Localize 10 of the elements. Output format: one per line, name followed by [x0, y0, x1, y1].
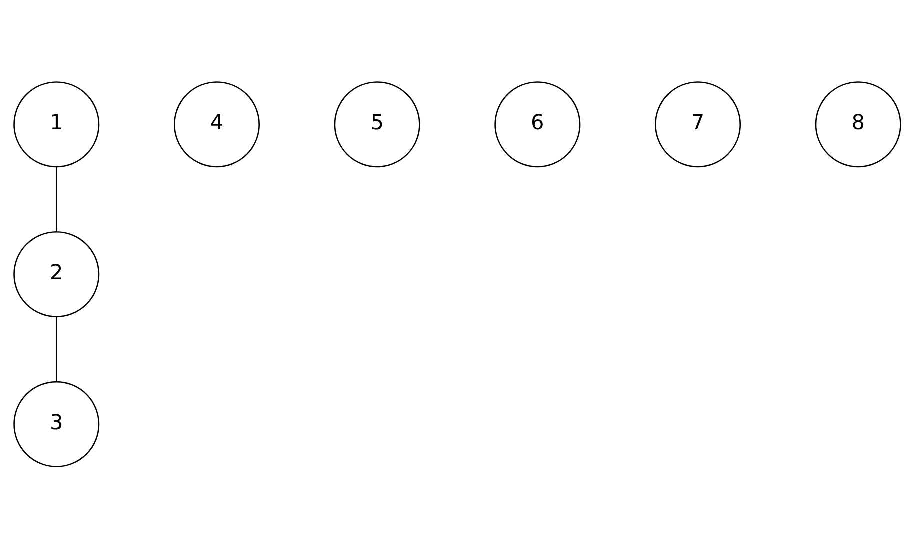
connector: [56, 316, 58, 382]
node-circle: 2: [14, 230, 100, 318]
node-circle: 5: [334, 81, 420, 168]
node-circle: 7: [655, 81, 742, 168]
node-circle: 4: [174, 81, 260, 168]
node-circle: 6: [494, 81, 581, 168]
node-circle: 1: [14, 81, 100, 168]
node-circle: 8: [815, 81, 902, 168]
node-circle: 3: [14, 380, 100, 467]
connector: [56, 166, 58, 232]
